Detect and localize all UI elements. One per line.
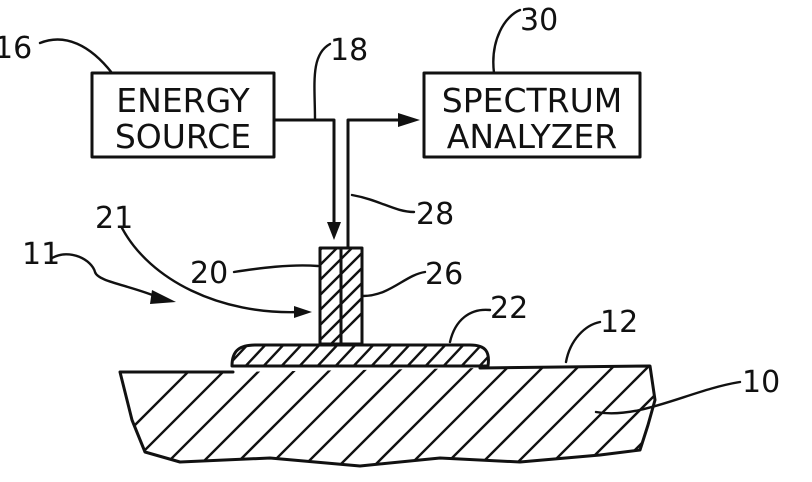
ref-18: 18	[330, 33, 368, 68]
ref-26: 26	[425, 257, 463, 292]
leader-lines	[40, 10, 740, 413]
reference-numerals: 16 18 30 28 20 21 26 22 12 10 11	[0, 3, 780, 400]
leader-11-arrowhead	[150, 290, 176, 304]
leader-28	[352, 195, 414, 212]
ref-20: 20	[190, 256, 228, 291]
leader-30	[493, 10, 520, 73]
coating-outline	[232, 345, 488, 366]
energy-source-block: ENERGY SOURCE	[92, 73, 274, 157]
ref-12: 12	[600, 305, 638, 340]
fiber-probe	[310, 198, 372, 365]
right-arrowhead	[398, 113, 420, 127]
spectrum-analyzer-label-line2: ANALYZER	[447, 117, 617, 156]
leader-22	[450, 310, 490, 342]
ref-30: 30	[520, 3, 558, 38]
energy-source-label-line2: SOURCE	[115, 117, 251, 156]
leader-18	[314, 44, 330, 120]
input-signal-path	[274, 120, 341, 240]
leader-20	[234, 265, 318, 272]
ref-16: 16	[0, 31, 32, 66]
leader-12	[566, 322, 600, 362]
down-arrowhead	[327, 222, 341, 240]
input-line	[274, 120, 334, 232]
ref-11: 11	[22, 237, 60, 272]
ref-28: 28	[416, 197, 454, 232]
ref-22: 22	[490, 291, 528, 326]
return-line	[348, 120, 404, 248]
energy-source-label-line1: ENERGY	[116, 81, 250, 120]
ref-21: 21	[95, 201, 133, 236]
leader-16	[40, 40, 112, 73]
leader-21-arrowhead	[294, 306, 312, 318]
substrate	[60, 330, 790, 482]
return-signal-path	[348, 113, 420, 248]
ref-10: 10	[742, 365, 780, 400]
leader-26	[363, 272, 425, 296]
spectrum-analyzer-block: SPECTRUM ANALYZER	[424, 73, 640, 157]
spectrum-analyzer-label-line1: SPECTRUM	[442, 81, 622, 120]
leader-11	[52, 254, 160, 298]
